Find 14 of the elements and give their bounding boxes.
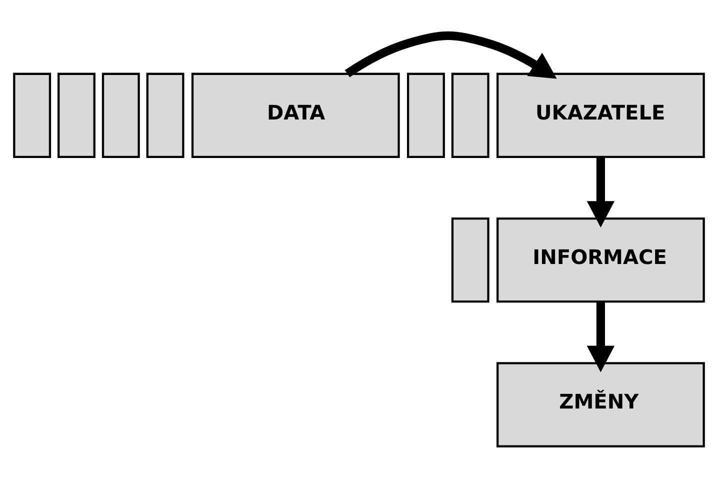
node-box	[13, 72, 52, 158]
node-box: ZMĚNY	[496, 362, 705, 448]
arrow	[586, 302, 615, 372]
node-box: INFORMACE	[496, 217, 705, 303]
arrow	[344, 31, 557, 79]
node-box	[58, 72, 96, 158]
node-box: DATA	[191, 72, 400, 158]
node-box	[451, 72, 490, 158]
node-box	[146, 72, 184, 158]
arrow	[586, 157, 615, 228]
node-box	[451, 217, 490, 303]
node-box	[406, 72, 445, 158]
node-box	[102, 72, 140, 158]
node-box: UKAZATELE	[496, 72, 705, 158]
